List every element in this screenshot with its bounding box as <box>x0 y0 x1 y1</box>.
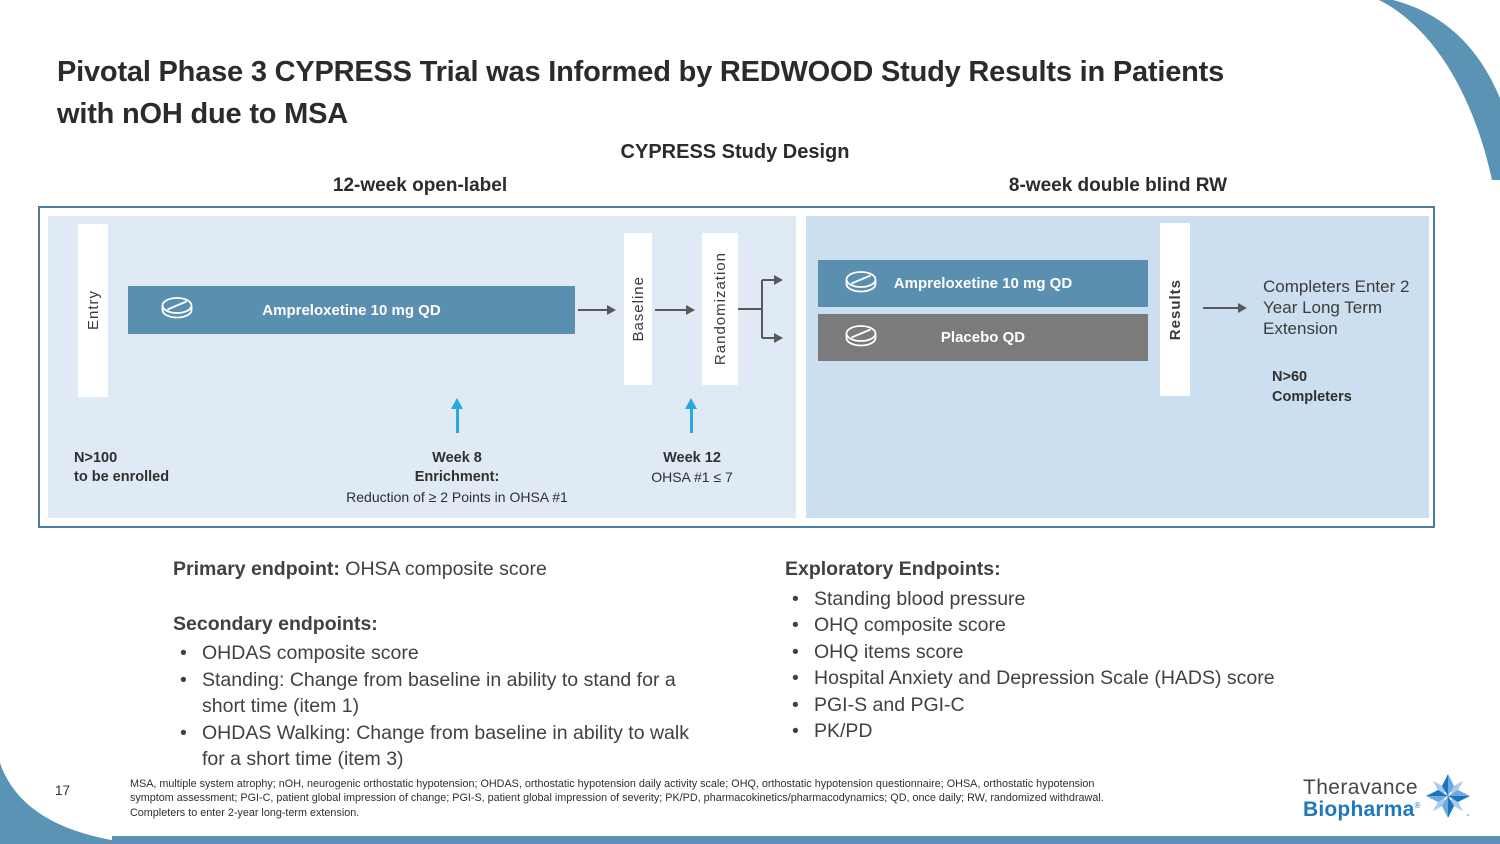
arrow-results-to-extension <box>1203 303 1247 313</box>
week12-title: Week 12 <box>663 450 721 466</box>
bullet-item: Standing: Change from baseline in abilit… <box>173 667 689 720</box>
bottom-bar-decoration <box>112 836 1500 844</box>
endpoints-right-column: Exploratory Endpoints: Standing blood pr… <box>785 556 1360 745</box>
rw-drug-label: Ampreloxetine 10 mg QD <box>893 275 1073 292</box>
exploratory-endpoints-label: Exploratory Endpoints: <box>785 558 1001 580</box>
theravance-biopharma-logo: Theravance Biopharma® <box>1303 774 1470 823</box>
week8-up-arrow <box>451 398 463 433</box>
bullet-item: OHDAS Walking: Change from baseline in a… <box>173 720 689 773</box>
phase-label-open-label: 12-week open-label <box>332 175 508 196</box>
n60-line2: Completers <box>1272 389 1352 405</box>
pill-icon <box>844 270 878 298</box>
results-label: Results <box>1166 278 1184 341</box>
compass-star-icon <box>1425 774 1470 823</box>
endpoints-left-column: Primary endpoint: OHSA composite score S… <box>173 556 689 773</box>
footnote-line3: Completers to enter 2-year long-term ext… <box>130 806 360 819</box>
baseline-box: Baseline <box>624 233 652 385</box>
slide-title-line2: with nOH due to MSA <box>57 97 349 130</box>
bullet-item: PGI-S and PGI-C <box>785 692 1360 719</box>
completers-extension-text: Completers Enter 2 Year Long Term Extens… <box>1263 277 1435 340</box>
slide-title-line1: Pivotal Phase 3 CYPRESS Trial was Inform… <box>57 56 1225 88</box>
primary-endpoint-label: Primary endpoint: <box>173 558 340 580</box>
entry-label: Entry <box>84 290 102 331</box>
bullet-item: OHDAS composite score <box>173 640 689 667</box>
diagram-title: CYPRESS Study Design <box>620 141 850 163</box>
phase-label-double-blind: 8-week double blind RW <box>1008 175 1228 196</box>
week12-up-arrow <box>685 398 697 433</box>
open-label-drug-bar: Ampreloxetine 10 mg QD <box>128 286 575 334</box>
completers-line3: Extension <box>1263 318 1338 338</box>
week8-title: Week 8 <box>432 450 482 466</box>
entry-box: Entry <box>78 224 108 397</box>
rw-placebo-bar: Placebo QD <box>818 314 1148 361</box>
open-label-panel <box>48 216 796 518</box>
week12-annotation: Week 12 OHSA #1 ≤ 7 <box>597 449 787 487</box>
randomization-box: Randomization <box>702 233 738 385</box>
page-number: 17 <box>55 783 71 798</box>
secondary-endpoints-list: OHDAS composite score Standing: Change f… <box>173 640 689 773</box>
footnote: MSA, multiple system atrophy; nOH, neuro… <box>130 777 1265 820</box>
bullet-item: OHQ composite score <box>785 612 1360 639</box>
bullet-item: Standing blood pressure <box>785 586 1360 613</box>
results-box: Results <box>1160 223 1190 396</box>
week8-subtitle: Enrichment: <box>414 469 500 486</box>
bullet-item: OHQ items score <box>785 639 1360 666</box>
n60-line1: N>60 <box>1272 369 1308 385</box>
footnote-line2: symptom assessment; PGI-C, patient globa… <box>130 792 1104 805</box>
n100-line2: to be enrolled <box>74 469 170 486</box>
logo-text: Theravance Biopharma® <box>1303 777 1421 820</box>
bottom-left-corner-decoration <box>0 763 140 844</box>
arrow-baseline-to-randomization <box>655 305 695 315</box>
slide-title: Pivotal Phase 3 CYPRESS Trial was Inform… <box>57 52 1224 136</box>
primary-endpoint-value: OHSA composite score <box>339 558 547 580</box>
arrow-drug-to-baseline <box>578 305 616 315</box>
randomization-fork-arrows <box>738 275 783 343</box>
top-right-swoosh-decoration <box>1379 0 1500 180</box>
logo-line2: Biopharma® <box>1303 797 1421 821</box>
registered-mark: ® <box>1414 800 1421 810</box>
completers-line1: Completers Enter 2 <box>1263 277 1410 296</box>
logo-line2-text: Biopharma <box>1303 797 1415 821</box>
randomization-label: Randomization <box>711 252 729 366</box>
primary-endpoint-line: Primary endpoint: OHSA composite score <box>173 556 689 583</box>
footnote-line1: MSA, multiple system atrophy; nOH, neuro… <box>130 778 1095 790</box>
n60-annotation: N>60 Completers <box>1272 367 1352 407</box>
bullet-item: PK/PD <box>785 718 1360 745</box>
logo-line1: Theravance <box>1303 776 1418 800</box>
n100-line1: N>100 <box>74 450 118 466</box>
secondary-endpoints-label: Secondary endpoints: <box>173 612 378 635</box>
pill-icon <box>160 296 194 324</box>
exploratory-endpoints-list: Standing blood pressure OHQ composite sc… <box>785 586 1360 745</box>
week8-detail: Reduction of ≥ 2 Points in OHSA #1 <box>346 488 568 505</box>
completers-line2: Year Long Term <box>1263 297 1383 317</box>
rw-drug-bar: Ampreloxetine 10 mg QD <box>818 260 1148 307</box>
pill-icon <box>844 324 878 352</box>
n100-annotation: N>100 to be enrolled <box>74 449 169 488</box>
rw-placebo-label: Placebo QD <box>940 329 1026 346</box>
week12-detail: OHSA #1 ≤ 7 <box>651 469 733 486</box>
open-label-drug-label: Ampreloxetine 10 mg QD <box>262 301 441 319</box>
baseline-label: Baseline <box>629 276 647 342</box>
bullet-item: Hospital Anxiety and Depression Scale (H… <box>785 665 1360 692</box>
week8-annotation: Week 8 Enrichment: Reduction of ≥ 2 Poin… <box>307 449 607 506</box>
